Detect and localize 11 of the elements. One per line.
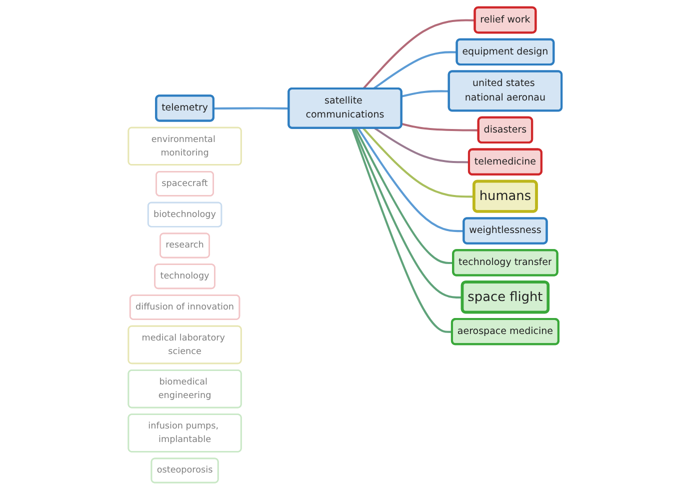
connector	[354, 128, 453, 264]
connector	[362, 128, 474, 198]
connector	[372, 51, 457, 90]
connector	[352, 128, 462, 298]
connector	[374, 127, 469, 164]
connector	[362, 19, 475, 90]
connector	[350, 128, 452, 333]
connector	[400, 90, 449, 98]
connector	[213, 107, 288, 110]
connector	[356, 128, 464, 232]
connector	[400, 122, 478, 132]
